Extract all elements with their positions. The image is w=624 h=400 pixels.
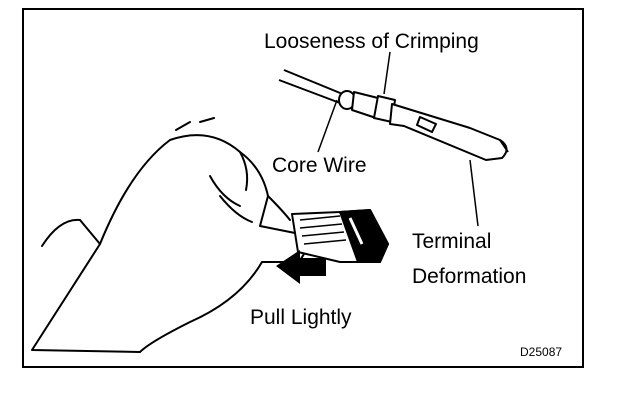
connector-icon xyxy=(291,209,389,263)
hand-icon xyxy=(31,117,307,353)
label-looseness-of-crimping: Looseness of Crimping xyxy=(264,30,479,53)
figure-code: D25087 xyxy=(520,345,562,359)
label-deformation: Deformation xyxy=(412,265,526,288)
label-core-wire: Core Wire xyxy=(272,154,367,177)
leader-lines xyxy=(317,51,479,227)
pull-arrow-icon xyxy=(276,250,326,284)
terminal-icon xyxy=(338,90,509,161)
wire-icon xyxy=(278,69,346,104)
diagram-frame xyxy=(22,8,584,368)
label-terminal: Terminal xyxy=(412,230,491,253)
label-pull-lightly: Pull Lightly xyxy=(250,306,352,329)
